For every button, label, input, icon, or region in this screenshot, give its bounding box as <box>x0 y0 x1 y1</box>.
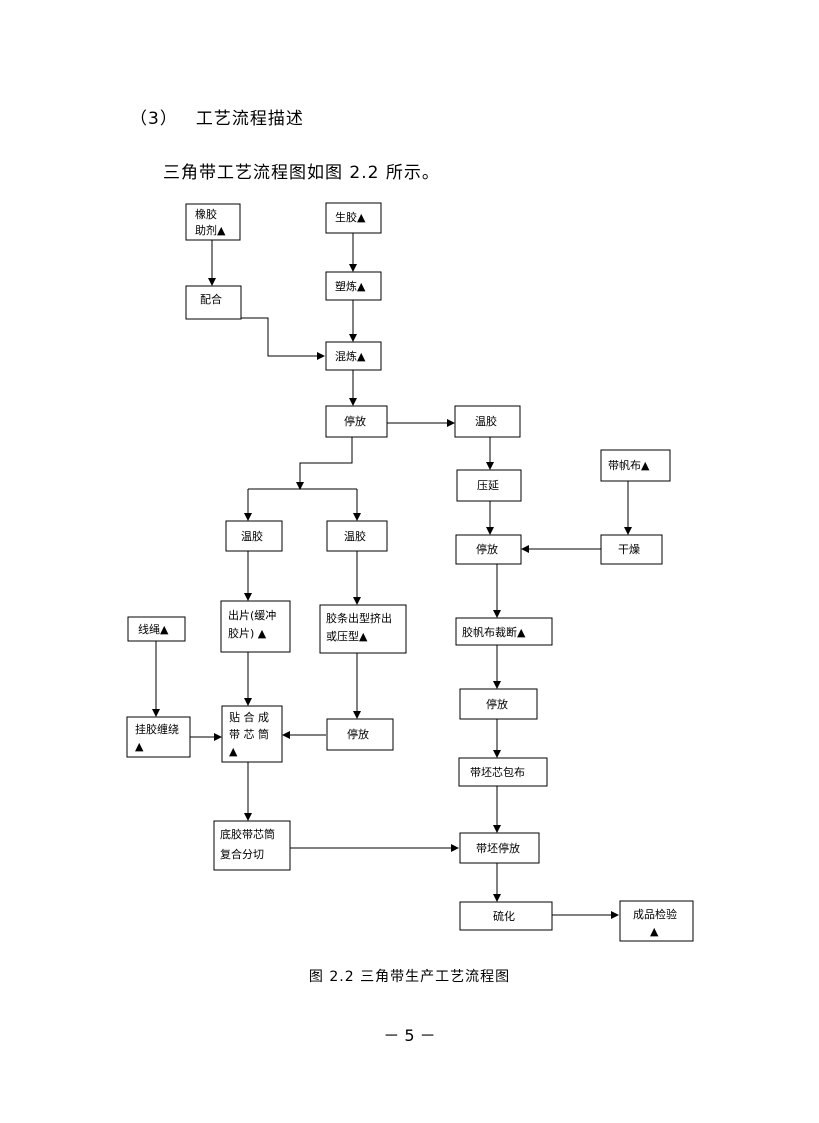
node-rubberized-canvas-cut: 胶帆布裁断▲ <box>455 617 553 646</box>
node-parking-mid: 停放 <box>326 718 394 751</box>
node-label: 停放 <box>344 414 366 428</box>
node-label: ▲ <box>650 925 659 938</box>
node-warming-mid: 温胶 <box>326 520 388 552</box>
node-label: 出片(缓冲 <box>228 608 276 622</box>
node-compounding: 配合 <box>185 285 242 320</box>
node-plasticating: 塑炼▲ <box>325 271 382 301</box>
node-base-core-cut: 底胶带芯筒 复合分切 <box>213 820 291 871</box>
node-cord: 线绳▲ <box>127 616 186 642</box>
node-label: 混炼▲ <box>335 349 366 363</box>
figure-caption: 图 2.2 三角带生产工艺流程图 <box>308 969 511 985</box>
section-heading: （3） 工艺流程描述 <box>130 104 304 129</box>
node-strip-extrude: 胶条出型挤出 或压型▲ <box>319 604 407 654</box>
node-mixing: 混炼▲ <box>325 341 382 371</box>
section-title: 工艺流程描述 <box>195 109 304 129</box>
node-label: ▲ <box>135 740 144 753</box>
node-label: 温胶 <box>241 529 263 543</box>
connector <box>299 437 353 488</box>
node-label: 挂胶缠绕 <box>135 722 179 736</box>
node-label: 压延 <box>477 479 499 492</box>
node-label: 贴 合 成 <box>229 710 269 724</box>
intro-paragraph: 三角带工艺流程图如图 2.2 所示。 <box>163 163 440 183</box>
node-parking-lower-right: 停放 <box>459 688 538 720</box>
node-label: 硫化 <box>493 909 515 923</box>
node-blank-parking: 带坯停放 <box>459 832 540 864</box>
node-cord-coating-winding: 挂胶缠绕 ▲ <box>126 716 191 758</box>
node-rubber-additive: 橡胶 助剂▲ <box>185 203 241 241</box>
connector <box>212 317 325 360</box>
node-label: 助剂▲ <box>195 223 226 237</box>
node-label: 配合 <box>200 292 222 306</box>
node-label: 带帆布▲ <box>608 458 650 472</box>
node-sheeting: 出片(缓冲 胶片) ▲ <box>220 600 291 653</box>
node-warming-right: 温胶 <box>454 405 521 438</box>
node-label: 带 芯 筒 <box>229 727 269 741</box>
node-label: 停放 <box>347 727 369 741</box>
section-number: （3） <box>130 109 178 129</box>
page-number: － 5 － <box>383 1026 436 1045</box>
node-label: 胶帆布裁断▲ <box>462 625 526 639</box>
node-label: ▲ <box>229 745 238 758</box>
node-raw-rubber: 生胶▲ <box>325 202 382 234</box>
node-laminate-core: 贴 合 成 带 芯 筒 ▲ <box>221 705 283 763</box>
node-label: 成品检验 <box>633 907 677 921</box>
node-label: 停放 <box>486 697 508 711</box>
node-parking-1: 停放 <box>325 405 388 438</box>
node-label: 复合分切 <box>220 847 264 861</box>
node-label: 胶条出型挤出 <box>326 611 392 625</box>
node-label: 生胶▲ <box>335 210 366 224</box>
node-label: 带坯芯包布 <box>470 765 525 779</box>
node-label: 或压型▲ <box>326 629 368 643</box>
node-label: 干燥 <box>618 543 640 556</box>
node-calendering: 压延 <box>456 469 522 502</box>
node-belt-canvas: 带帆布▲ <box>600 449 671 482</box>
node-parking-right: 停放 <box>455 534 522 565</box>
node-label: 带坯停放 <box>476 841 520 855</box>
flow-connectors <box>152 233 632 919</box>
node-label: 温胶 <box>344 529 366 543</box>
node-label: 停放 <box>476 542 498 556</box>
node-label: 线绳▲ <box>138 622 169 636</box>
node-label: 底胶带芯筒 <box>220 827 275 841</box>
node-label: 橡胶 <box>195 207 217 221</box>
node-vulcanizing: 硫化 <box>459 901 553 931</box>
node-label: 温胶 <box>475 414 497 428</box>
node-inspection: 成品检验 ▲ <box>619 900 694 942</box>
node-warming-left: 温胶 <box>225 520 283 552</box>
node-label: 胶片) ▲ <box>228 626 267 640</box>
node-drying: 干燥 <box>600 534 663 565</box>
node-belt-blank-wrap: 带坯芯包布 <box>458 757 548 787</box>
node-label: 塑炼▲ <box>335 279 366 293</box>
